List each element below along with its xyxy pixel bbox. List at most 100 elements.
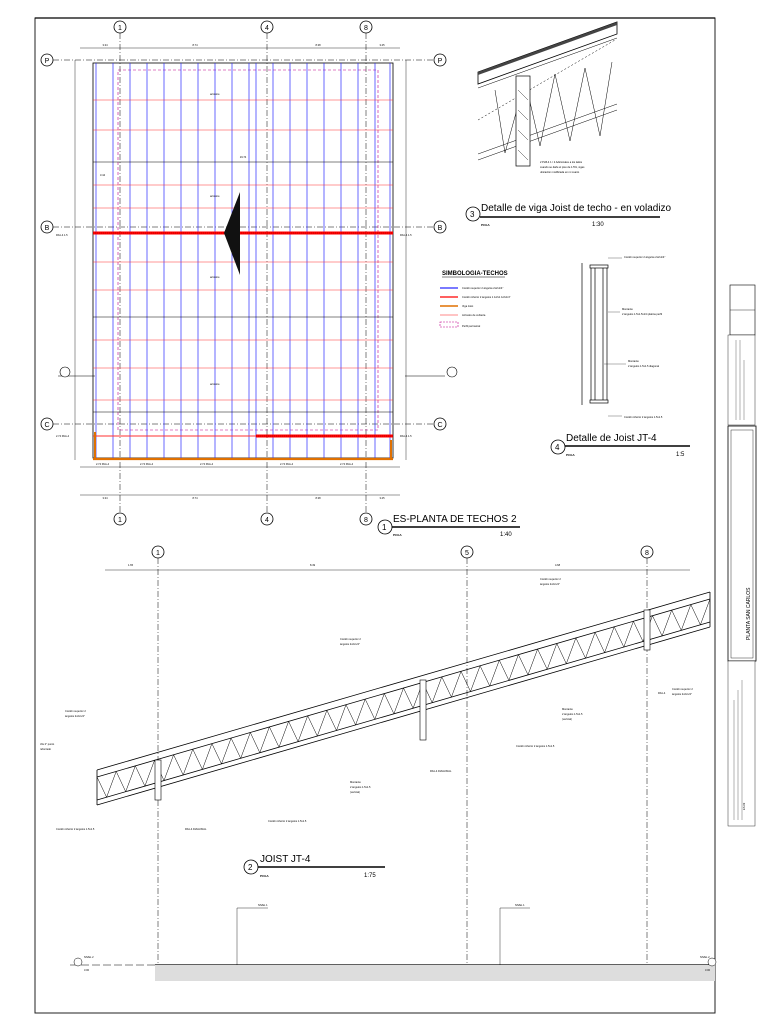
level-right-name: NIVEL 2	[700, 955, 710, 959]
elev-view-label: PCGA	[260, 874, 270, 878]
legend-item-1: Cordón inferior 2 ángulos 1 1/2x1 1/2x1/…	[462, 295, 511, 299]
detail-3-scale: 1:30	[592, 222, 604, 228]
svg-text:8.38: 8.38	[315, 43, 321, 47]
svg-text:2.74 PAA-4: 2.74 PAA-4	[280, 462, 294, 466]
svg-text:reforzado: reforzado	[40, 747, 52, 751]
svg-text:ubicación modificada en mi cua: ubicación modificada en mi cuarto	[540, 170, 580, 174]
svg-text:PAA-4 DIAGONAL: PAA-4 DIAGONAL	[430, 769, 452, 773]
svg-text:Montante: Montante	[622, 307, 633, 311]
detail-3-number: 3	[470, 210, 475, 219]
detail-4-number: 4	[555, 443, 560, 452]
svg-text:Cordón inferior 2 ángulos 1.5x: Cordón inferior 2 ángulos 1.5x1.5	[268, 819, 307, 823]
detail-4-title: Detalle de Joist JT-4	[566, 433, 657, 444]
svg-text:2.74 PAA-4: 2.74 PAA-4	[56, 434, 70, 438]
svg-text:1.65: 1.65	[128, 563, 134, 567]
svg-text:Cordón inferior 2 ángulos 1.5x: Cordón inferior 2 ángulos 1.5x1.5	[516, 744, 555, 748]
detail-3-title: Detalle de viga Joist de techo - en vola…	[481, 203, 672, 214]
svg-text:arriostre: arriostre	[210, 275, 220, 279]
elev-view-scale: 1:75	[364, 873, 376, 879]
svg-text:2 ángulos 1.5x1.5x1/4 platina: 2 ángulos 1.5x1.5x1/4 platina perfil	[622, 312, 663, 316]
svg-text:PAA-4: PAA-4	[658, 691, 666, 695]
svg-text:PAA-4 1.5: PAA-4 1.5	[56, 233, 68, 237]
svg-text:2.74 PAA-4: 2.74 PAA-4	[140, 462, 154, 466]
detail-joist: Cordón superior 2 ángulos 2x2x1/4" Monta…	[550, 255, 690, 458]
plan-view-label: PCGA	[393, 533, 403, 537]
svg-text:2 ángulos 1.5x1.5 diagonal: 2 ángulos 1.5x1.5 diagonal	[628, 364, 659, 368]
svg-text:3.25: 3.25	[379, 496, 385, 500]
grid-p-left: P	[45, 58, 50, 65]
plan-view-number: 1	[382, 523, 387, 532]
elev-view-number: 2	[248, 863, 253, 872]
svg-text:2.74 PAA-4: 2.74 PAA-4	[96, 462, 110, 466]
svg-text:NIVEL 1: NIVEL 1	[258, 903, 268, 907]
detail-4-scale: 1:5	[676, 452, 685, 458]
detail-3-label: PCGA	[481, 223, 491, 227]
elev-grid-8: 8	[645, 550, 649, 557]
grid-b-right: B	[438, 225, 443, 232]
grid-1-top: 1	[118, 25, 122, 32]
legend-item-0: Cordón superior 2 ángulos 2x2x1/4"	[462, 286, 503, 290]
svg-text:19.74: 19.74	[240, 155, 247, 159]
svg-text:Montante: Montante	[628, 359, 639, 363]
svg-text:Cordón inferior 2 ángulos 1.5x: Cordón inferior 2 ángulos 1.5x1.5	[56, 827, 95, 831]
grid-4-bottom: 4	[265, 517, 269, 524]
svg-text:Montante: Montante	[350, 780, 361, 784]
svg-text:ángulos 2x2x1/4": ángulos 2x2x1/4"	[672, 692, 692, 696]
svg-text:Cordón superior 2 ángulos 2x2x: Cordón superior 2 ángulos 2x2x1/4"	[624, 255, 665, 259]
svg-text:8.38: 8.38	[315, 496, 321, 500]
title-block-project: PLANTA SAN CARLOS	[746, 587, 752, 640]
svg-text:arriostre: arriostre	[210, 382, 220, 386]
level-left-value: 3.00	[84, 968, 90, 972]
grid-p-right: P	[438, 58, 443, 65]
svg-text:Cordón superior 2: Cordón superior 2	[65, 709, 86, 713]
grid-8-top: 8	[364, 25, 368, 32]
svg-text:2 ángulos 1.5x1.5: 2 ángulos 1.5x1.5	[350, 785, 371, 789]
svg-text:Cordón superior 2: Cordón superior 2	[340, 637, 361, 641]
svg-text:2 PLB-4 1 / 2 Adicionales a lo: 2 PLB-4 1 / 2 Adicionales a los lados	[540, 160, 583, 164]
detail-cantilever: 2 PLB-4 1 / 2 Adicionales a los lados cu…	[465, 21, 672, 228]
grid-c-left: C	[44, 422, 49, 429]
legend-item-3: Arriostre de cubierta	[462, 313, 486, 317]
elev-grid-1: 1	[156, 550, 160, 557]
svg-text:Cordón inferior 2 ángulos 1.5x: Cordón inferior 2 ángulos 1.5x1.5	[624, 415, 663, 419]
svg-text:arriostre: arriostre	[210, 92, 220, 96]
svg-text:arriostre: arriostre	[210, 194, 220, 198]
svg-text:2.74 PAA-4: 2.74 PAA-4	[200, 462, 214, 466]
svg-text:PAA-4 1.5: PAA-4 1.5	[400, 233, 412, 237]
level-left-name: NIVEL 2	[84, 955, 94, 959]
svg-text:Montante: Montante	[562, 707, 573, 711]
svg-text:8.74: 8.74	[192, 43, 198, 47]
svg-text:3.34: 3.34	[102, 496, 108, 500]
svg-text:3.34: 3.34	[102, 43, 108, 47]
legend-title: SIMBOLOGIA-TECHOS	[442, 271, 508, 277]
svg-text:8.74: 8.74	[192, 496, 198, 500]
svg-text:ángulos 2x2x1/4": ángulos 2x2x1/4"	[540, 582, 560, 586]
grid-8-bottom: 8	[364, 517, 368, 524]
plan-view-scale: 1:40	[500, 532, 512, 538]
elev-view-title: JOIST JT-4	[260, 854, 311, 865]
svg-text:cuando se dañe el piso de 1.5%: cuando se dañe el piso de 1.5%, vigas	[540, 165, 585, 169]
legend-item-4: Perfil perimetral	[462, 324, 481, 328]
svg-text:ángulos 2x2x1/4": ángulos 2x2x1/4"	[340, 642, 360, 646]
svg-text:4.68: 4.68	[555, 563, 561, 567]
legend: SIMBOLOGIA-TECHOS Cordón superior 2 ángu…	[439, 271, 511, 328]
svg-text:ángulos 2x2x1/4": ángulos 2x2x1/4"	[65, 714, 85, 718]
svg-text:Jlts 2" punto: Jlts 2" punto	[40, 742, 55, 746]
svg-text:PAA-4 DIAGONAL: PAA-4 DIAGONAL	[185, 827, 207, 831]
plan-view-title: ES-PLANTA DE TECHOS 2	[393, 514, 517, 525]
grid-c-right: C	[437, 422, 442, 429]
svg-text:2.74 PAA-4: 2.74 PAA-4	[340, 462, 354, 466]
svg-text:NIVEL 1: NIVEL 1	[515, 903, 525, 907]
svg-text:PAA-4 1.5: PAA-4 1.5	[400, 434, 412, 438]
grid-4-top: 4	[265, 25, 269, 32]
detail-4-label: PCGA	[566, 453, 576, 457]
grid-1-bottom: 1	[118, 517, 122, 524]
title-block: PLANTA SAN CARLOS ES-09	[727, 284, 757, 827]
svg-text:Cordón superior 2: Cordón superior 2	[672, 687, 693, 691]
title-block-sheet: ES-09	[742, 802, 746, 810]
roof-plan: 1 4 8 1 4 8 P B C P B C	[40, 20, 520, 538]
legend-item-2: Viga Joist	[462, 304, 473, 308]
svg-text:3.25: 3.25	[379, 43, 385, 47]
